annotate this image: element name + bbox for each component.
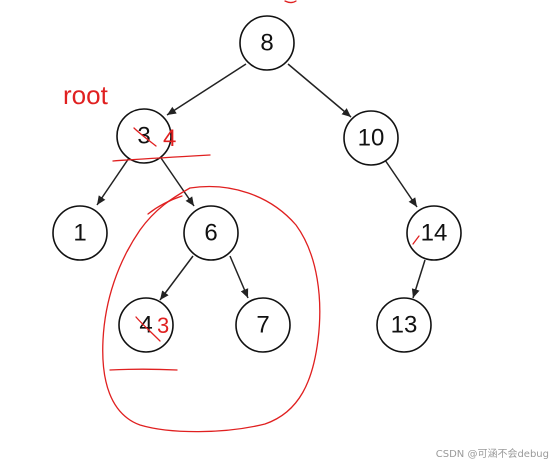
strike-mark-node-14 xyxy=(412,235,420,245)
subtree-loop-tail xyxy=(147,195,183,215)
node-10: 10 xyxy=(343,110,399,166)
strike-mark-node-3 xyxy=(133,127,157,147)
node-14-label: 14 xyxy=(421,220,448,247)
node-4-circle xyxy=(118,297,174,353)
node-1-circle xyxy=(52,205,108,261)
node-4: 4 xyxy=(118,297,174,353)
top-ink-mark xyxy=(284,0,297,4)
edge-8-10 xyxy=(287,63,352,118)
underline-node-4 xyxy=(109,368,178,371)
node-6-circle xyxy=(183,205,239,261)
node-14: 14 xyxy=(406,205,462,261)
node-1: 1 xyxy=(52,205,108,261)
edge-6-4 xyxy=(159,255,194,301)
edge-14-13 xyxy=(411,259,426,299)
root-label: root xyxy=(63,80,109,110)
edge-6-7 xyxy=(229,255,249,299)
node-13-circle xyxy=(376,297,432,353)
watermark-text: CSDN @可涵不会debug xyxy=(436,447,549,460)
node-6-label: 6 xyxy=(204,220,217,247)
subtree-loop xyxy=(102,185,321,433)
edge-10-14 xyxy=(384,159,418,208)
node-7-label: 7 xyxy=(256,312,269,339)
node-1-label: 1 xyxy=(73,220,86,247)
replacement-value-leaf: 3 xyxy=(157,313,169,338)
node-6: 6 xyxy=(183,205,239,261)
node-10-label: 10 xyxy=(358,125,385,152)
node-4-label: 4 xyxy=(139,312,152,339)
edge-8-3 xyxy=(166,63,247,116)
replacement-value-root: 4 xyxy=(163,125,176,152)
edge-3-6 xyxy=(160,157,195,207)
node-8-circle xyxy=(239,15,295,71)
node-7: 7 xyxy=(235,297,291,353)
node-10-circle xyxy=(343,110,399,166)
node-8-label: 8 xyxy=(260,30,273,57)
node-13-label: 13 xyxy=(391,312,418,339)
underline-node-3 xyxy=(112,154,211,162)
edge-3-1 xyxy=(96,157,130,206)
node-7-circle xyxy=(235,297,291,353)
tree-edges xyxy=(96,63,426,301)
node-13: 13 xyxy=(376,297,432,353)
node-8: 8 xyxy=(239,15,295,71)
node-14-circle xyxy=(406,205,462,261)
strike-mark-node-4 xyxy=(135,316,161,342)
handwritten-annotations: root 4 3 xyxy=(63,0,420,433)
